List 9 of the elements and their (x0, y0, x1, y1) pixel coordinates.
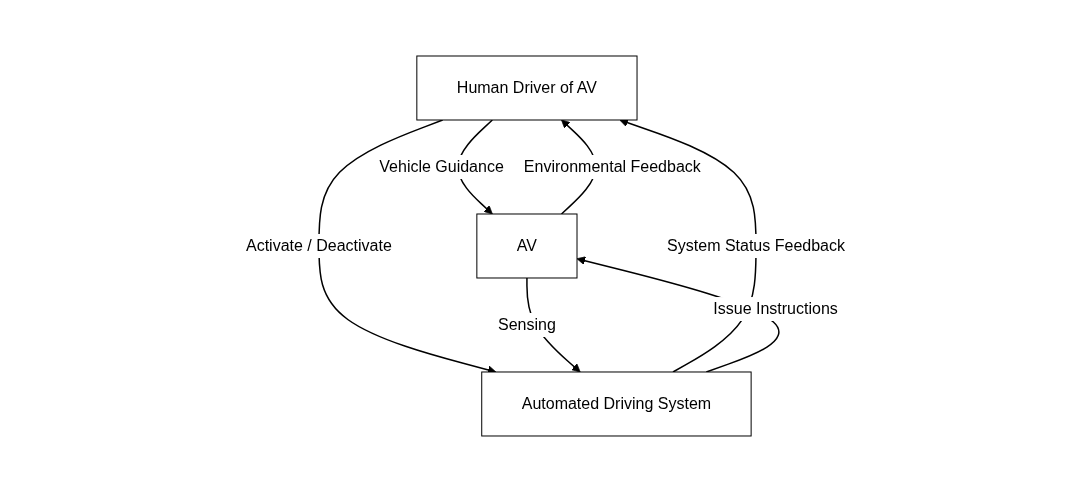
edge-label: Sensing (498, 315, 556, 333)
edge-label: Environmental Feedback (523, 157, 701, 175)
edge-label: System Status Feedback (667, 236, 845, 254)
edge-label: Issue Instructions (713, 299, 838, 317)
edge-label: Activate / Deactivate (246, 236, 392, 254)
node-box: AV (476, 213, 578, 278)
node-box: Automated Driving System (481, 371, 752, 436)
node-box: Human Driver of AV (416, 55, 638, 120)
edge-label: Vehicle Guidance (379, 157, 504, 175)
